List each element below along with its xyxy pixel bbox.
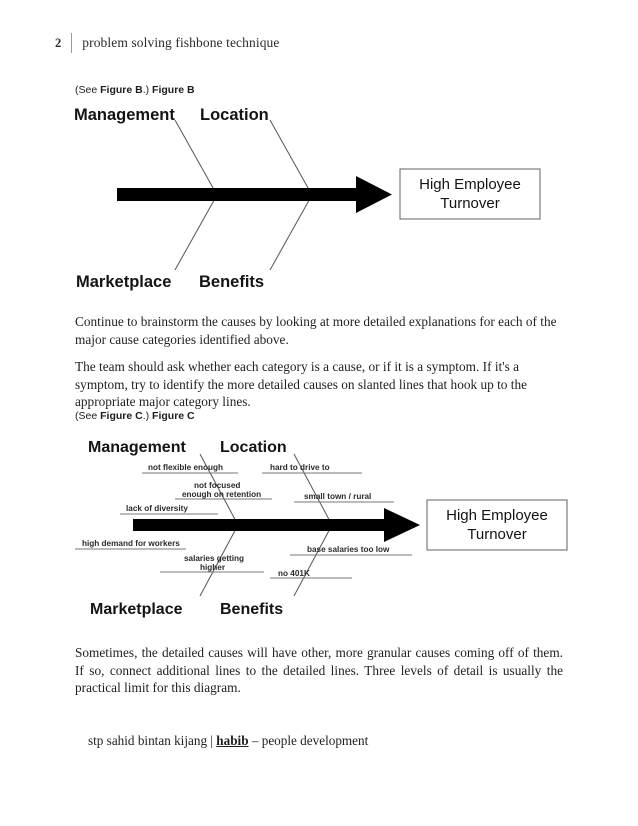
- caption-c-bold-2: Figure C: [152, 410, 195, 422]
- footer-text-before: stp sahid bintan kijang |: [88, 733, 217, 748]
- spine-bar: [133, 519, 401, 531]
- category-benefits: Benefits: [220, 601, 283, 618]
- page-header: 2 problem solving fishbone technique: [55, 33, 280, 53]
- page-number: 2: [55, 35, 62, 50]
- paragraph-1: Continue to brainstorm the causes by loo…: [75, 314, 557, 347]
- subcause-small-town-rural: small town / rural: [304, 492, 371, 501]
- subcause-base-salaries-too-low: base salaries too low: [307, 545, 390, 554]
- caption-c-bold-1: Figure C: [100, 410, 143, 422]
- subcause-salaries-getting: salaries getting: [184, 554, 244, 563]
- category-location: Location: [220, 439, 287, 456]
- caption-b-bold-1: Figure B: [100, 84, 143, 96]
- caption-b-prefix: (See: [75, 84, 101, 96]
- fishbone-diagram-c: High Employee Turnover Management Locati…: [72, 432, 582, 624]
- caption-figure-b: (See Figure B.) Figure B: [75, 84, 195, 96]
- subcause-not-flexible-enough: not flexible enough: [148, 463, 223, 472]
- spine-arrowhead: [384, 508, 420, 542]
- spine-arrowhead: [356, 176, 392, 213]
- caption-figure-c: (See Figure C.) Figure C: [75, 410, 195, 422]
- category-benefits: Benefits: [199, 273, 264, 291]
- page-title: problem solving fishbone technique: [82, 35, 280, 50]
- subcause-high-demand-for-workers: high demand for workers: [82, 539, 180, 548]
- caption-c-mid: .): [142, 410, 153, 422]
- effect-box: [426, 499, 568, 551]
- effect-label-line1: High Employee: [446, 507, 548, 524]
- effect-label-line1: High Employee: [419, 176, 521, 193]
- spine-bar: [117, 188, 372, 201]
- effect-label-line2: Turnover: [467, 526, 526, 543]
- subcause-not-focused: not focused: [194, 481, 240, 490]
- subcause-hard-to-drive-to: hard to drive to: [270, 463, 330, 472]
- subcause-lack-of-diversity: lack of diversity: [126, 504, 188, 513]
- category-marketplace: Marketplace: [76, 273, 171, 291]
- category-location: Location: [200, 106, 269, 124]
- category-marketplace: Marketplace: [90, 601, 183, 618]
- paragraph-3: Sometimes, the detailed causes will have…: [75, 645, 563, 695]
- effect-label-line2: Turnover: [440, 195, 499, 212]
- footer-text-after: – people development: [248, 733, 369, 748]
- effect-box: [399, 168, 541, 220]
- header-divider: [71, 33, 73, 53]
- footer-author: habib: [216, 733, 249, 748]
- subcause-no-401k: no 401K: [278, 569, 310, 578]
- caption-b-mid: .): [142, 84, 153, 96]
- subcause-higher: higher: [200, 563, 226, 572]
- fishbone-diagram-b: High Employee Turnover Management Locati…: [60, 98, 580, 303]
- caption-c-prefix: (See: [75, 410, 101, 422]
- category-management: Management: [74, 106, 175, 124]
- caption-b-bold-2: Figure B: [152, 84, 195, 96]
- paragraph-2: The team should ask whether each categor…: [75, 359, 528, 409]
- subcause-enough-on-retention: enough on retention: [182, 490, 261, 499]
- page-footer: stp sahid bintan kijang | habib – people…: [88, 731, 408, 750]
- category-management: Management: [88, 439, 186, 456]
